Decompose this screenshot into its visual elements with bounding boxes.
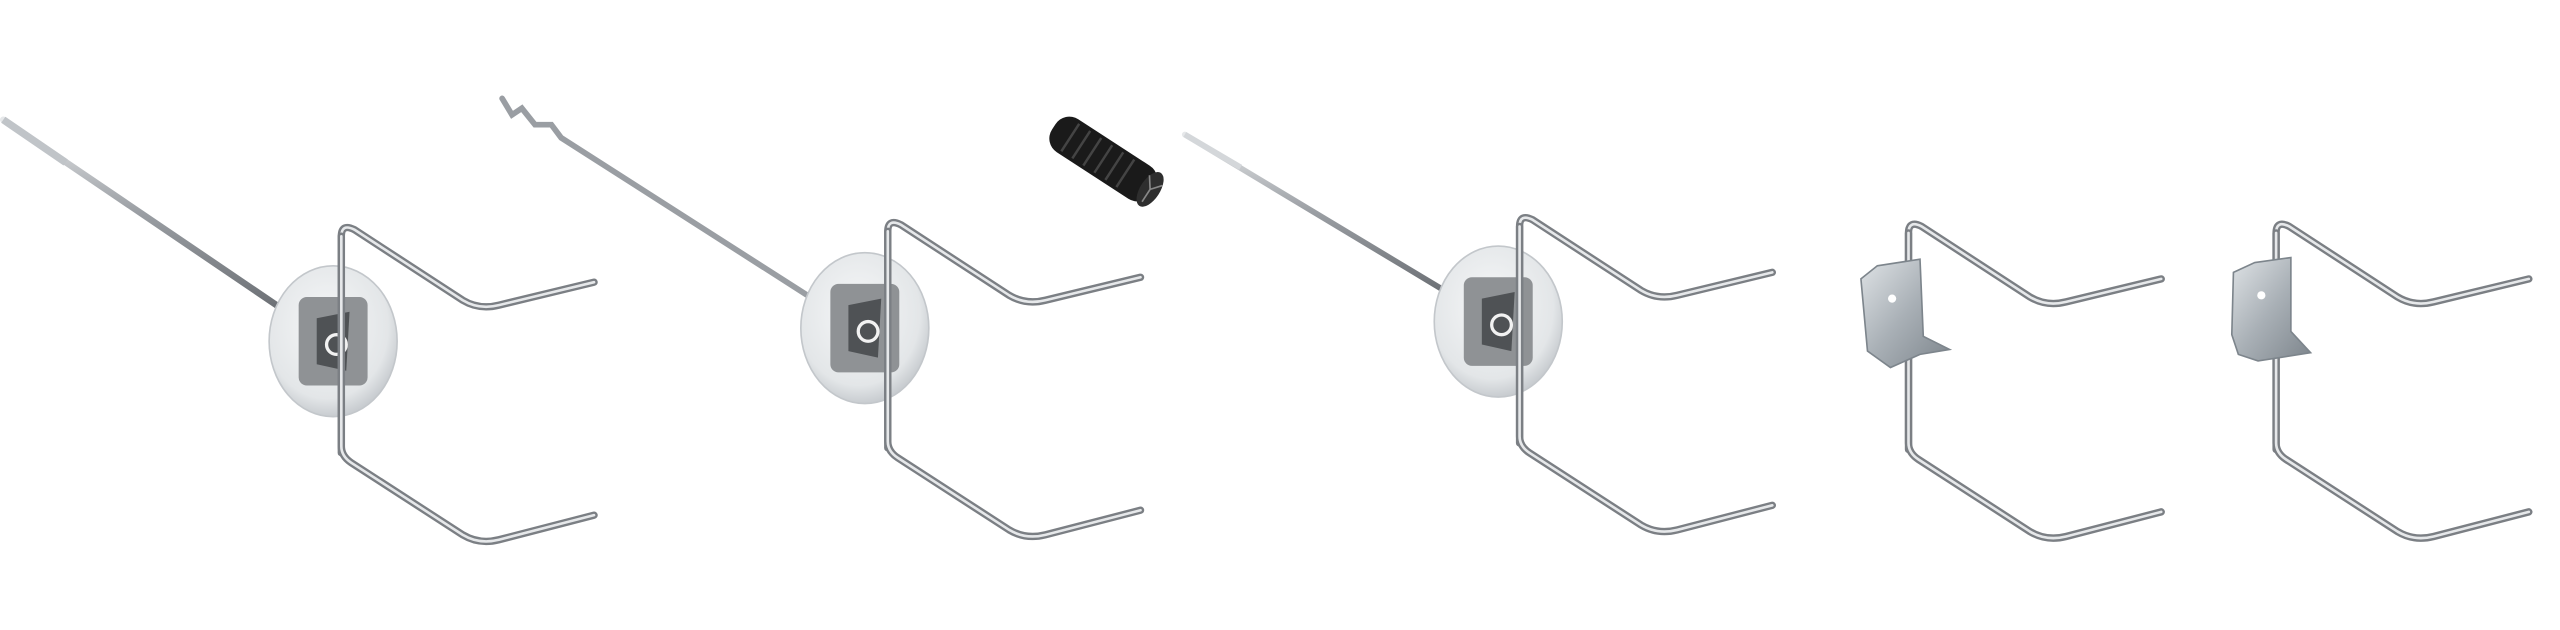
disc (267, 264, 399, 419)
wire-hook (888, 223, 1141, 537)
bracket (2230, 256, 2313, 362)
bracket (1860, 258, 1953, 369)
plastic-dowel (1049, 116, 1164, 207)
tie-with-bracket-2 (2230, 224, 2529, 538)
disc (1432, 244, 1564, 399)
tie-with-bracket-1 (1860, 224, 2162, 538)
tie-with-rod-and-disc-1 (0, 116, 594, 542)
wavy-rod (499, 95, 811, 299)
wire-hook (2276, 224, 2529, 538)
wire-hook (1909, 224, 2162, 538)
tie-with-wavy-rod-and-disc (499, 95, 1141, 537)
disc (799, 251, 931, 406)
tie-with-pointed-rod-and-disc (1181, 131, 1773, 532)
wire-hook (1520, 218, 1773, 532)
